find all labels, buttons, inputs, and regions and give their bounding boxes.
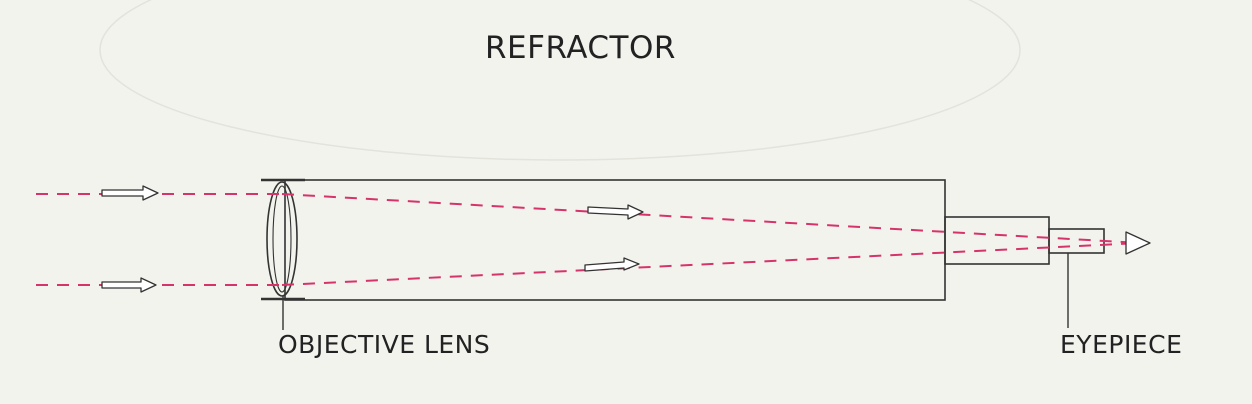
arrow-icon [101,185,159,201]
diagram-title: REFRACTOR [485,30,676,66]
objective-lens-label: OBJECTIVE LENS [278,330,491,359]
eyepiece-label: EYEPIECE [1060,330,1183,359]
direction-arrows [101,185,1151,293]
objective-lens [261,178,305,330]
telescope-tube [284,179,946,301]
arrow-icon [584,257,640,272]
eye-arrowhead-icon [1125,231,1151,255]
converging-ray-bottom [281,242,1141,286]
focuser-tube [944,216,1050,265]
eyepiece-barrel [1048,228,1105,254]
converging-ray-top [281,193,1141,244]
arrow-icon [587,204,644,220]
arrow-icon [101,277,157,293]
light-rays [36,193,1141,286]
faint-background-marks [99,0,1021,161]
